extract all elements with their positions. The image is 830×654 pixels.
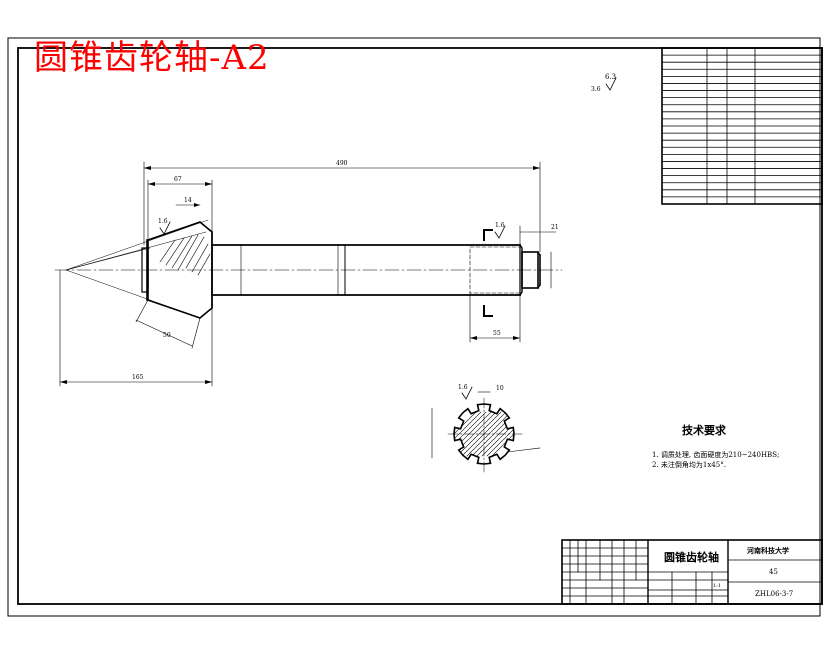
title-block-scale: 1:1: [713, 583, 721, 589]
hatch-line: [454, 411, 487, 457]
hatch-line: [454, 411, 477, 457]
dim-overall-length: 490: [336, 160, 348, 167]
dim-spline-key-width: 10: [496, 385, 504, 392]
dimension-lines: [59, 161, 557, 387]
roughness-value-corner: 6.3: [605, 73, 616, 81]
technical-requirements-title: 技术要求: [682, 424, 726, 437]
dim-cone-length: 67: [174, 176, 182, 183]
dim-cone-side: 50: [163, 332, 171, 339]
shaft-main-view: [54, 219, 563, 319]
roughness-prefix-corner: 3.6: [591, 86, 601, 93]
dim-keyway-length: 55: [493, 330, 501, 337]
outer-frame: [7, 37, 821, 617]
dim-small-step: 21: [551, 224, 559, 231]
roughness-shaft-end: 1.6: [495, 222, 505, 229]
technical-requirement-item-1: 1. 调质处理, 齿面硬度为210~240HBS;: [652, 451, 780, 459]
hatch-line: [481, 411, 514, 457]
inner-frame: [17, 47, 823, 605]
title-block-drawing-no: ZHL06-3-7: [755, 590, 793, 598]
spline-section-view: [431, 386, 541, 473]
gear-parameter-table: [661, 47, 823, 205]
title-block-material: 45: [769, 568, 778, 576]
title-block: [561, 539, 823, 605]
gear-cone-outline: [147, 221, 213, 319]
hatch-line: [456, 411, 502, 457]
drawing-title-overlay: 圆锥齿轮轴-A2: [34, 38, 270, 78]
roughness-symbol-corner: 6.3 3.6: [591, 73, 617, 93]
dim-face-width: 14: [184, 197, 192, 204]
hatch-line: [466, 411, 512, 457]
title-block-part-name: 圆锥齿轮轴: [664, 550, 719, 564]
hatch-line: [461, 411, 507, 457]
technical-requirement-item-2: 2. 未注倒角均为1x45°.: [652, 461, 726, 469]
roughness-cone-face: 1.6: [158, 218, 168, 225]
hatch-line: [491, 411, 514, 457]
title-block-school: 河南科技大学: [747, 546, 789, 555]
dim-left-overall: 165: [132, 374, 144, 381]
hatch-line: [454, 411, 482, 457]
hatch-line: [486, 411, 514, 457]
roughness-spline: 1.6: [458, 384, 468, 391]
